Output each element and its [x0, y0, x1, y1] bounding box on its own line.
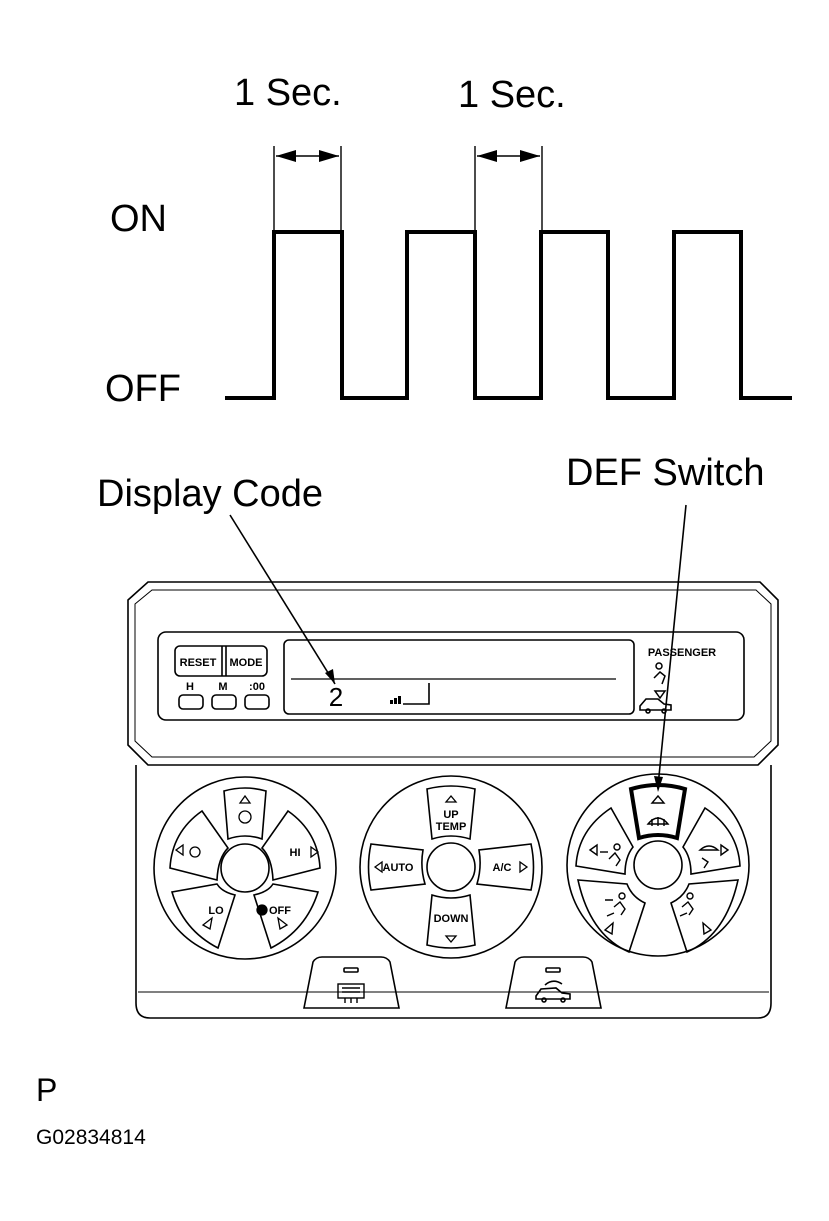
temp-dial-labels: UP TEMP AUTO A/C DOWN: [383, 809, 512, 925]
ac-label: A/C: [493, 862, 512, 874]
display-digit: 2: [329, 682, 343, 712]
display-code-leader: [229, 514, 336, 685]
temp-down-button[interactable]: [426, 893, 476, 949]
zero-label: :00: [249, 681, 265, 693]
on-level-label: ON: [110, 198, 167, 240]
footer-letter: P: [36, 1072, 58, 1108]
fan-left-arrow-icon: [174, 843, 184, 857]
recirculation-button[interactable]: [505, 956, 602, 1009]
control-panel: [127, 581, 779, 1019]
recirculation-car-icon: [535, 980, 571, 1003]
auto-label: AUTO: [383, 862, 414, 874]
mode-dial-glyphs: [588, 794, 730, 936]
temp-up-arrow-icon: [444, 794, 458, 803]
def-switch-callout: DEF Switch: [566, 452, 765, 494]
panel-lower-body: [135, 765, 772, 1019]
bi-level-button[interactable]: [576, 879, 646, 954]
fan-hi-arrow-icon: [310, 845, 320, 859]
figure-code: G02834814: [36, 1126, 146, 1149]
mode-dial: [566, 773, 750, 957]
recirc-indicator: [545, 967, 561, 973]
fan-up-circle-icon: [238, 810, 252, 824]
fan-lo-arrow-icon: [201, 916, 213, 931]
def-switch-button[interactable]: [628, 783, 688, 841]
leader-lines: [229, 504, 687, 792]
face-arrow-icon: [588, 843, 598, 857]
m-button[interactable]: [211, 694, 237, 710]
temp-dial-glyphs: [373, 794, 529, 944]
auto-arrow-icon: [373, 860, 383, 874]
temp-up-button[interactable]: [426, 785, 476, 841]
bi-level-arrow-icon: [603, 921, 614, 936]
off-level-label: OFF: [105, 368, 181, 410]
fan-lo-button[interactable]: [170, 883, 237, 950]
temp-bar-graph: [403, 683, 430, 705]
fan-up-button[interactable]: [223, 787, 267, 841]
lcd-display: [283, 639, 635, 715]
temp-dial: [359, 775, 543, 959]
mode-button-label[interactable]: MODE: [230, 657, 263, 669]
fan-off-label: OFF: [269, 905, 291, 917]
passenger-seat-icon: [653, 662, 667, 700]
fan-icon: [256, 904, 268, 916]
temp-up-label: UP: [443, 809, 458, 821]
fan-left-circle-icon: [189, 846, 201, 858]
foot-icon: [679, 892, 694, 917]
display-code-arrowhead: [325, 669, 335, 684]
passenger-label: PASSENGER: [648, 647, 716, 659]
foot-defrost-button[interactable]: [682, 806, 741, 875]
def-switch-leader: [657, 504, 687, 787]
fan-dial-labels: HI LO OFF: [208, 847, 300, 917]
fan-up-arrow-icon: [238, 794, 252, 804]
temp-down-label: DOWN: [434, 913, 469, 925]
foot-defrost-icon: [698, 845, 720, 869]
lo-label: LO: [208, 905, 224, 917]
rear-def-indicator: [343, 967, 359, 973]
reset-button-label[interactable]: RESET: [180, 657, 217, 669]
fan-dial-glyphs: [174, 794, 320, 931]
fan-off-button[interactable]: [252, 883, 320, 950]
def-arrow-icon: [650, 794, 666, 804]
temp-label: TEMP: [436, 821, 467, 833]
defroster-icon: [646, 817, 670, 826]
panel-top-inner: [134, 589, 772, 758]
temp-down-arrow-icon: [444, 935, 458, 944]
fan-dial: [153, 776, 337, 960]
face-vent-icon: [600, 843, 621, 867]
fan-hi-button[interactable]: [260, 809, 321, 882]
period-1-label: 1 Sec.: [234, 72, 342, 114]
zero-button[interactable]: [244, 694, 270, 710]
ac-arrow-icon: [519, 860, 529, 874]
panel-top-bezel: [127, 581, 779, 766]
temp-bar-ticks: [390, 696, 401, 704]
blink-waveform: [225, 230, 792, 400]
def-switch-arrowhead: [654, 776, 663, 792]
fan-off-arrow-icon: [277, 916, 289, 931]
foot-button[interactable]: [670, 879, 740, 954]
display-code-callout: Display Code: [97, 473, 323, 515]
rear-defroster-icon: [337, 983, 365, 1003]
bi-level-icon: [605, 892, 626, 917]
foot-arrow-icon: [702, 921, 713, 936]
panel-labels: RESET MODE H M :00 2 PASSENGER: [180, 647, 717, 712]
bottom-buttons: [303, 956, 602, 1009]
foot-defrost-arrow-icon: [720, 843, 730, 857]
dimension-arrowheads: [276, 150, 540, 162]
timing-waveform: [225, 146, 792, 400]
period-2-label: 1 Sec.: [458, 74, 566, 116]
h-button[interactable]: [178, 694, 204, 710]
fan-auto-button[interactable]: [169, 809, 230, 882]
display-frame: [157, 631, 745, 721]
auto-button[interactable]: [367, 843, 427, 891]
ac-button[interactable]: [475, 843, 535, 891]
hi-label: HI: [290, 847, 301, 859]
face-button[interactable]: [575, 806, 634, 875]
rear-defroster-button[interactable]: [303, 956, 400, 1009]
m-label: M: [218, 681, 227, 693]
reset-mode-frame: [174, 645, 268, 677]
h-label: H: [186, 681, 194, 693]
